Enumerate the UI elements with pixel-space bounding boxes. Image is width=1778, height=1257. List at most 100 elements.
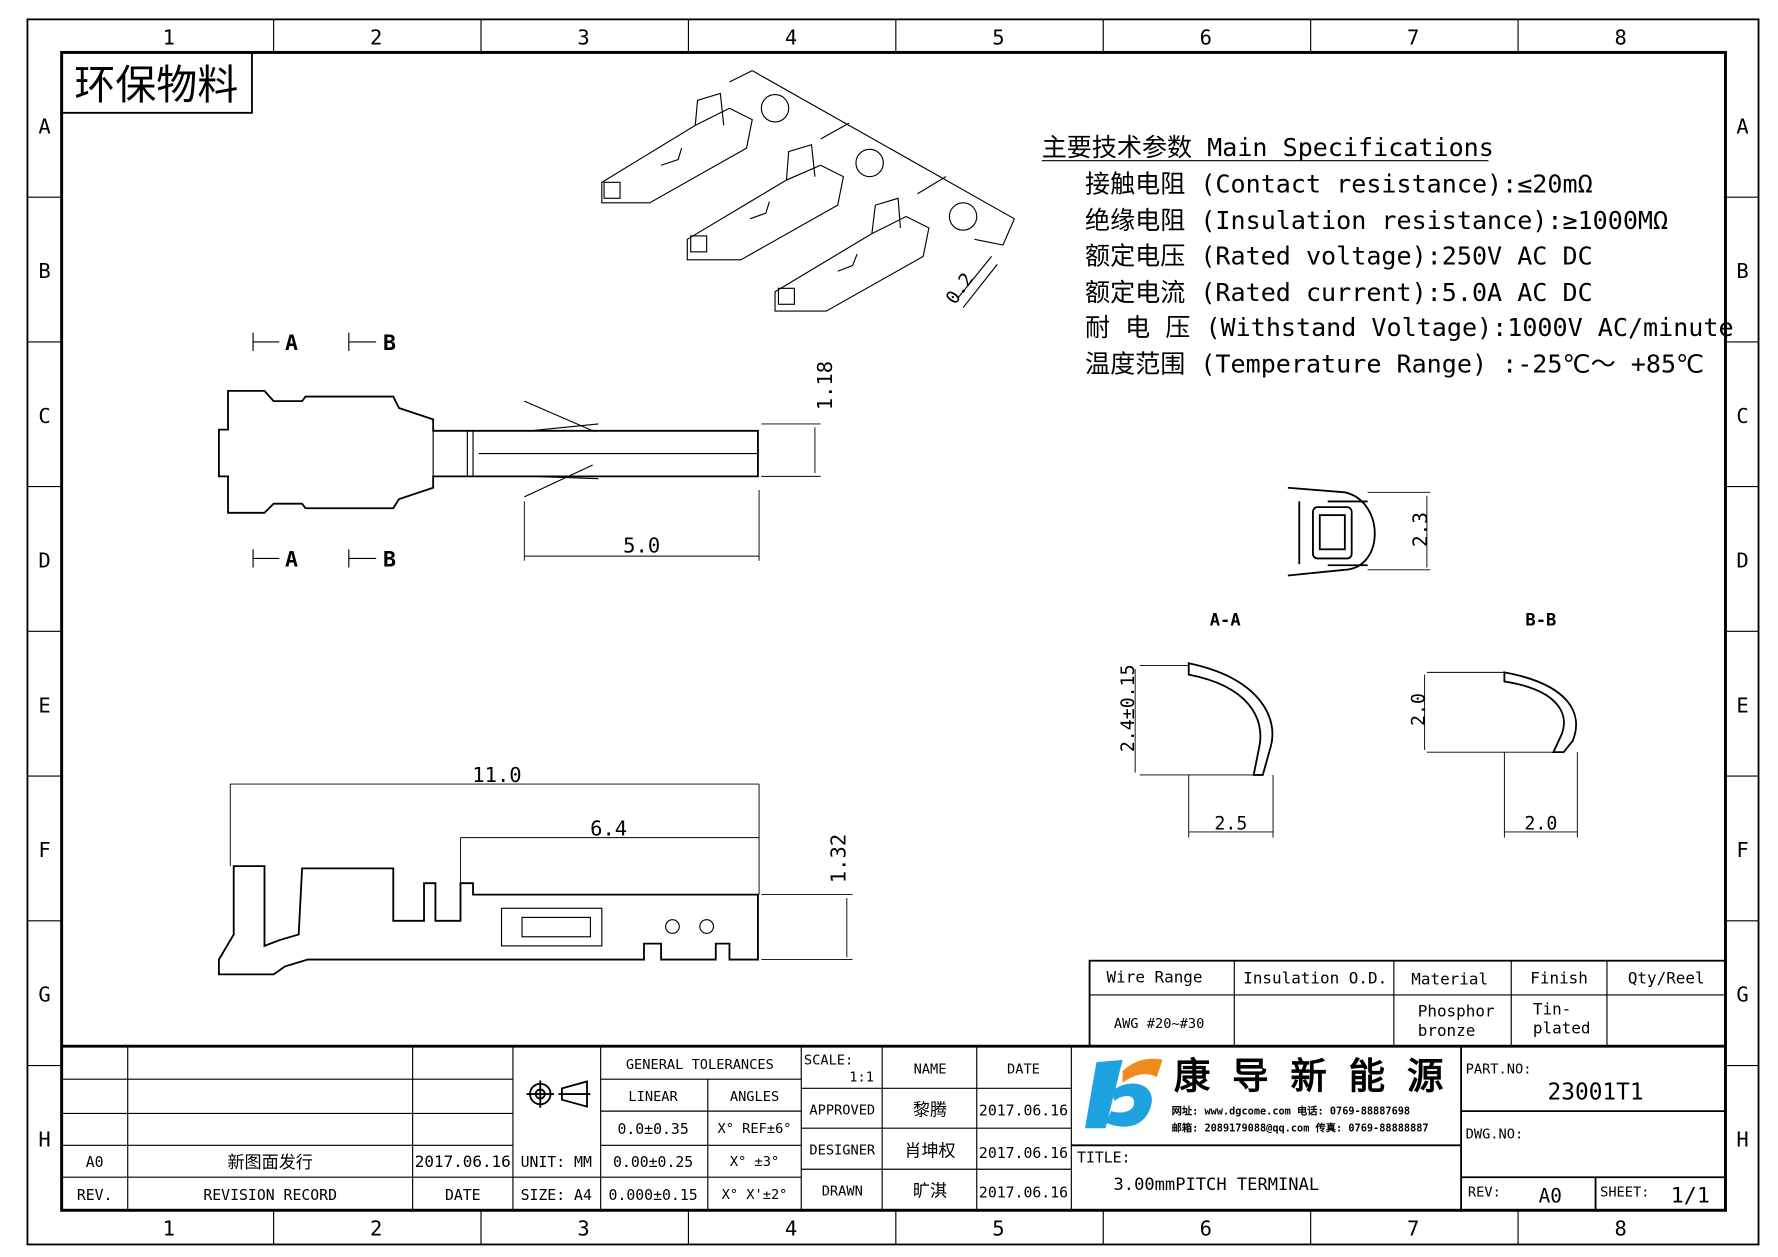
approval-role: DESIGNER [809,1142,876,1158]
spec-line: 额定电压 (Rated voltage):250V AC DC [1085,241,1593,270]
spec-line: 额定电流 (Rated current):5.0A AC DC [1085,278,1593,307]
linear-tolerance: 0.00±0.25 [613,1154,693,1171]
row-label: H [38,1127,50,1151]
angle-tolerance: X° REF±6° [718,1121,792,1137]
dim-total-length: 11.0 [472,763,521,787]
dim-bb-width: 2.0 [1524,814,1557,835]
front-view-dims [1367,491,1431,571]
column-label: 6 [1200,25,1212,49]
dim-aa-width: 2.5 [1214,814,1247,835]
date-header: DATE [1007,1062,1040,1078]
spec-table: Wire Range Insulation O.D. Material Fini… [1088,959,1727,1048]
spec-line: 温度范围 (Temperature Range) :-25℃～ +85℃ [1085,350,1704,379]
company-contact: 网址: www.dgcome.com 电话: 0769-88887698 [1172,1105,1410,1118]
top-view [217,389,759,514]
row-label: F [1736,838,1748,862]
spec-table-header: Finish [1530,968,1588,987]
linear-tolerance: 0.000±0.15 [609,1187,698,1204]
column-label: 3 [577,1216,589,1240]
row-label: D [1736,549,1748,573]
column-label: 5 [992,1216,1004,1240]
scale-value: 1:1 [849,1069,874,1085]
approval-date: 2017.06.16 [979,1145,1068,1162]
angles-header: ANGLES [730,1089,779,1105]
section-marker-a: A [285,331,298,356]
dim-height-side: 1.32 [827,834,851,883]
row-label: E [1736,693,1748,717]
section-aa-label: A-A [1210,611,1241,631]
column-dividers [27,19,1759,1245]
unit: UNIT: MM [521,1154,592,1171]
dim-front-height: 2.3 [1409,512,1432,547]
scale-label: SCALE: [804,1052,853,1068]
spec-table-header: Qty/Reel [1628,968,1705,987]
row-label: D [38,549,50,573]
spec-table-header: Wire Range [1107,967,1203,986]
row-label: C [1736,404,1748,428]
section-aa [1187,662,1274,776]
name-header: NAME [914,1062,947,1078]
spec-table-header: Material [1411,970,1488,989]
eco-label: 环保物料 [74,61,238,109]
isometric-terminal-strip [601,70,1016,312]
side-view-dims [229,783,853,961]
approval-name: 肖坤权 [904,1142,955,1162]
approval-date: 2017.06.16 [979,1103,1068,1120]
angle-tolerance: X° X'±2° [722,1187,788,1203]
column-label: 8 [1614,1216,1626,1240]
column-label: 1 [163,25,175,49]
row-label: B [1736,259,1748,283]
section-aa-dims [1134,665,1274,838]
column-label: 6 [1200,1216,1212,1240]
revision-date: 2017.06.16 [415,1152,511,1171]
linear-tolerance: 0.0±0.35 [617,1121,688,1138]
angle-tolerance: X° ±3° [730,1154,779,1170]
top-view-dims [523,423,821,561]
sheet-label: SHEET: [1600,1185,1649,1201]
revision-record: 新图面发行 [227,1153,312,1173]
approval-date: 2017.06.16 [979,1185,1068,1202]
column-label: 4 [785,1216,797,1240]
section-marker-b: B [383,331,396,356]
eco-label-box [60,51,253,114]
dim-strip-thickness: 0.2 [942,269,978,308]
revision-rev: A0 [86,1154,104,1171]
row-label: A [1736,114,1748,138]
spec-line: 绝缘电阻 (Insulation resistance):≥1000MΩ [1085,206,1668,235]
row-label: B [38,259,50,283]
row-label: C [38,404,50,428]
approval-name: 旷淇 [913,1182,947,1202]
row-label: G [1736,983,1748,1007]
dim-height-top: 1.18 [813,361,837,410]
column-label: 3 [577,25,589,49]
sheet-value: 1/1 [1671,1183,1710,1208]
row-label: F [38,838,50,862]
company-logo [1085,1058,1163,1129]
column-label: 5 [992,25,1004,49]
rev-label: REV: [1468,1185,1501,1201]
drawing-title: 3.00mmPITCH TERMINAL [1114,1175,1320,1195]
section-bb [1503,671,1577,754]
column-label: 2 [370,25,382,49]
company-name: 康 导 新 能 源 [1174,1054,1448,1097]
spec-table-header: Insulation O.D. [1243,968,1387,987]
spec-table-cell: Tin-plated [1533,999,1591,1037]
section-marker-b: B [383,547,396,572]
tolerances-title: GENERAL TOLERANCES [626,1057,774,1073]
row-label: H [1736,1127,1748,1151]
approval-name: 黎腾 [913,1101,947,1121]
row-label: G [38,983,50,1007]
approval-role: APPROVED [809,1103,875,1119]
spec-line: 接触电阻 (Contact resistance):≤20mΩ [1085,170,1593,199]
front-view [1287,486,1376,577]
specs-title: 主要技术参数 Main Specifications [1042,133,1494,162]
part-no: 23001T1 [1548,1080,1644,1106]
part-no-label: PART.NO: [1466,1062,1532,1078]
column-label: 4 [785,25,797,49]
row-label: A [38,114,50,138]
title-block [61,1044,1726,1211]
section-markers [252,332,377,568]
